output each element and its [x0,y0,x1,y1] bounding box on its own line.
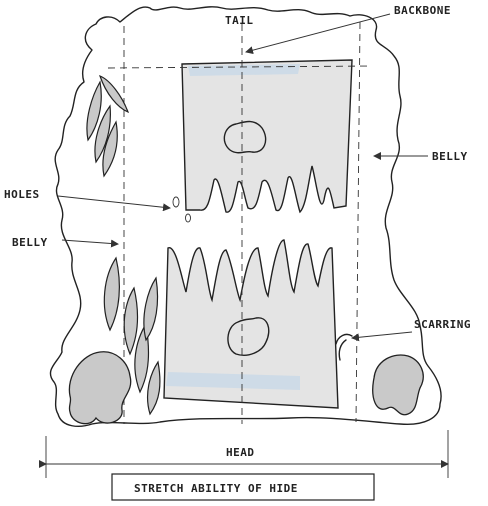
hide-outline [49,6,442,427]
upper-panel-hole [223,120,267,154]
label-head: HEAD [226,446,255,459]
holes-marks [172,196,191,223]
label-backbone: BACKBONE [394,4,451,17]
label-scarring: SCARRING [414,318,471,331]
lower-panel [163,239,339,409]
label-holes: HOLES [4,188,40,201]
bottom-left-leg [68,351,132,425]
top-cross-line [107,65,373,69]
lower-blue-tint [166,372,300,390]
label-tail: TAIL [225,14,254,27]
upper-blue-tint [188,64,300,76]
stretch-marks-bottom-left [103,256,161,416]
belly-left-arrow [61,239,119,248]
scarring-arrow [351,331,413,342]
label-belly-left: BELLY [12,236,48,249]
lower-panel-hole [227,317,270,356]
upper-panel [181,59,353,214]
scarring-mark [335,333,353,361]
caption-text: STRETCH ABILITY OF HIDE [134,482,298,495]
stretch-marks-top-left [86,74,130,178]
right-belly-line [355,21,361,423]
bottom-right-leg [372,354,424,416]
caption-box [111,473,375,501]
holes-arrow [57,195,171,212]
backbone-arrow [245,13,391,55]
label-belly-right: BELLY [432,150,468,163]
